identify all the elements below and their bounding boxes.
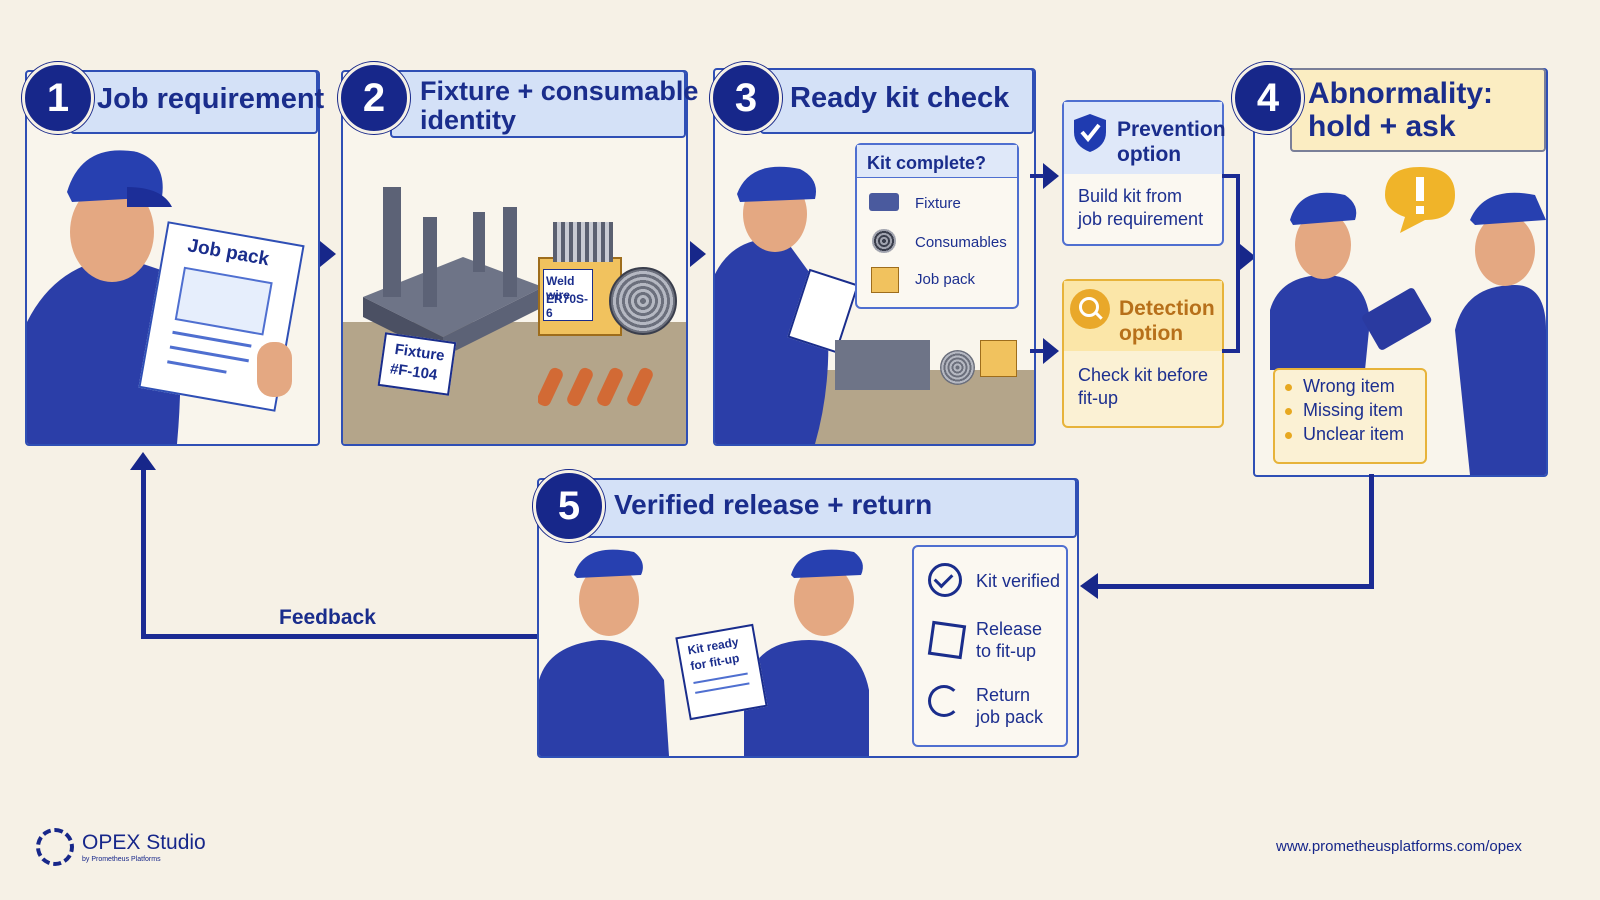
arrow-to-step4 xyxy=(1240,244,1256,270)
prevention-desc-line2: job requirement xyxy=(1078,209,1204,229)
detection-desc-line1: Check kit before xyxy=(1078,365,1209,385)
step2-title-line1: Fixture + consumable xyxy=(420,76,699,106)
fixture-illustration xyxy=(363,187,543,357)
prevention-desc-line1: Build kit from xyxy=(1078,186,1183,206)
step4-title-line1: Abnormality: xyxy=(1308,77,1494,110)
job-pack-label: Job pack xyxy=(185,235,271,271)
detection-title-line1: Detection xyxy=(1119,297,1215,320)
feedback-arrow-head xyxy=(130,452,156,470)
step4-number-badge: 4 xyxy=(1232,62,1304,134)
step5-header xyxy=(585,478,1077,538)
checklist-item-job-pack: Job pack xyxy=(915,271,976,288)
release-label-line2: to fit-up xyxy=(976,641,1037,661)
abnormality-missing-item: Missing item xyxy=(1303,400,1404,420)
checklist-title: Kit complete? xyxy=(867,153,987,173)
detection-desc-line2: fit-up xyxy=(1078,388,1119,408)
abnormality-list: Wrong item Missing item Unclear item xyxy=(1273,368,1427,464)
welding-rods xyxy=(553,222,613,262)
prevention-option-card: Prevention option Build kit from job req… xyxy=(1062,100,1226,246)
step3-header xyxy=(760,68,1034,134)
brand-name: OPEX Studio xyxy=(82,831,206,854)
fixture-tag-line2: #F-104 xyxy=(388,360,439,384)
kit-verified-label: Kit verified xyxy=(976,571,1061,591)
alert-speech-bubble-icon xyxy=(1385,167,1455,233)
release-checklist: Kit verified Release to fit-up Return jo… xyxy=(912,545,1068,747)
abnormality-wrong-item: Wrong item xyxy=(1303,376,1395,396)
detection-title-line2: option xyxy=(1119,322,1184,345)
check-circle-icon xyxy=(928,563,962,597)
arrow-to-prevention xyxy=(1043,163,1059,189)
fixture-tag: Fixture #F-104 xyxy=(377,332,457,396)
arrow-to-detection xyxy=(1043,338,1059,364)
feedback-label: Feedback xyxy=(279,606,376,629)
two-workers-illustration xyxy=(1270,192,1546,475)
shield-check-icon xyxy=(1074,114,1106,152)
fixture-icon xyxy=(869,193,899,211)
hand xyxy=(257,342,292,397)
kit-ready-document: Kit ready for fit-up xyxy=(675,623,768,721)
arrow-2-to-3 xyxy=(690,241,706,267)
magnifier-icon xyxy=(1070,289,1110,329)
package-icon xyxy=(927,620,967,660)
brand-subtitle: by Prometheus Platforms xyxy=(82,856,161,863)
step2-header xyxy=(390,70,686,138)
return-label-line2: job pack xyxy=(976,707,1044,727)
box-icon xyxy=(871,267,899,293)
opex-logo-icon xyxy=(36,828,74,866)
worker-with-clipboard-illustration xyxy=(715,166,829,444)
job-pack-drawing xyxy=(174,266,273,336)
wire-spool xyxy=(609,267,677,335)
step2-title-line2: identity xyxy=(420,105,517,135)
abnormality-unclear-item: Unclear item xyxy=(1303,424,1405,444)
step1-title: Job requirement xyxy=(97,83,325,115)
step2-number-badge: 2 xyxy=(338,62,410,134)
step1-header xyxy=(70,70,318,134)
spool-icon xyxy=(872,229,896,253)
release-label-line1: Release xyxy=(976,619,1043,639)
checklist-item-consumables: Consumables xyxy=(915,234,1007,251)
step3-number-badge: 3 xyxy=(710,62,782,134)
step1-number-badge: 1 xyxy=(22,62,94,134)
handover-illustration xyxy=(539,549,869,756)
prevention-title-line2: option xyxy=(1117,143,1182,166)
step4-header xyxy=(1290,68,1546,152)
wire-box-label: Weld wire ER70S-6 xyxy=(543,269,593,321)
wire-box: Weld wire ER70S-6 xyxy=(538,257,622,336)
step4-title-line2: hold + ask xyxy=(1308,110,1456,143)
step5-number-badge: 5 xyxy=(533,470,605,542)
step5-title: Verified release + return xyxy=(614,489,933,520)
contact-tips xyxy=(538,367,653,407)
worker-reading-illustration xyxy=(27,150,181,444)
arrow-1-to-2 xyxy=(320,241,336,267)
step3-title: Ready kit check xyxy=(790,82,1010,114)
cycle-arrows-icon xyxy=(928,685,960,717)
checklist-item-fixture: Fixture xyxy=(915,195,961,212)
kit-complete-checklist: Kit complete? Fixture Consumables Job pa… xyxy=(855,143,1019,309)
wire-box-label-line1: Weld wire xyxy=(546,274,575,302)
footer-url[interactable]: www.prometheusplatforms.com/opex xyxy=(1276,838,1522,855)
arrow-to-step5 xyxy=(1080,573,1098,599)
wire-box-label-line2: ER70S-6 xyxy=(546,292,589,320)
prevention-title-line1: Prevention xyxy=(1117,118,1226,141)
mini-kit xyxy=(835,320,1017,400)
detection-option-card: Detection option Check kit before fit-up xyxy=(1062,279,1224,428)
return-label-line1: Return xyxy=(976,685,1031,705)
